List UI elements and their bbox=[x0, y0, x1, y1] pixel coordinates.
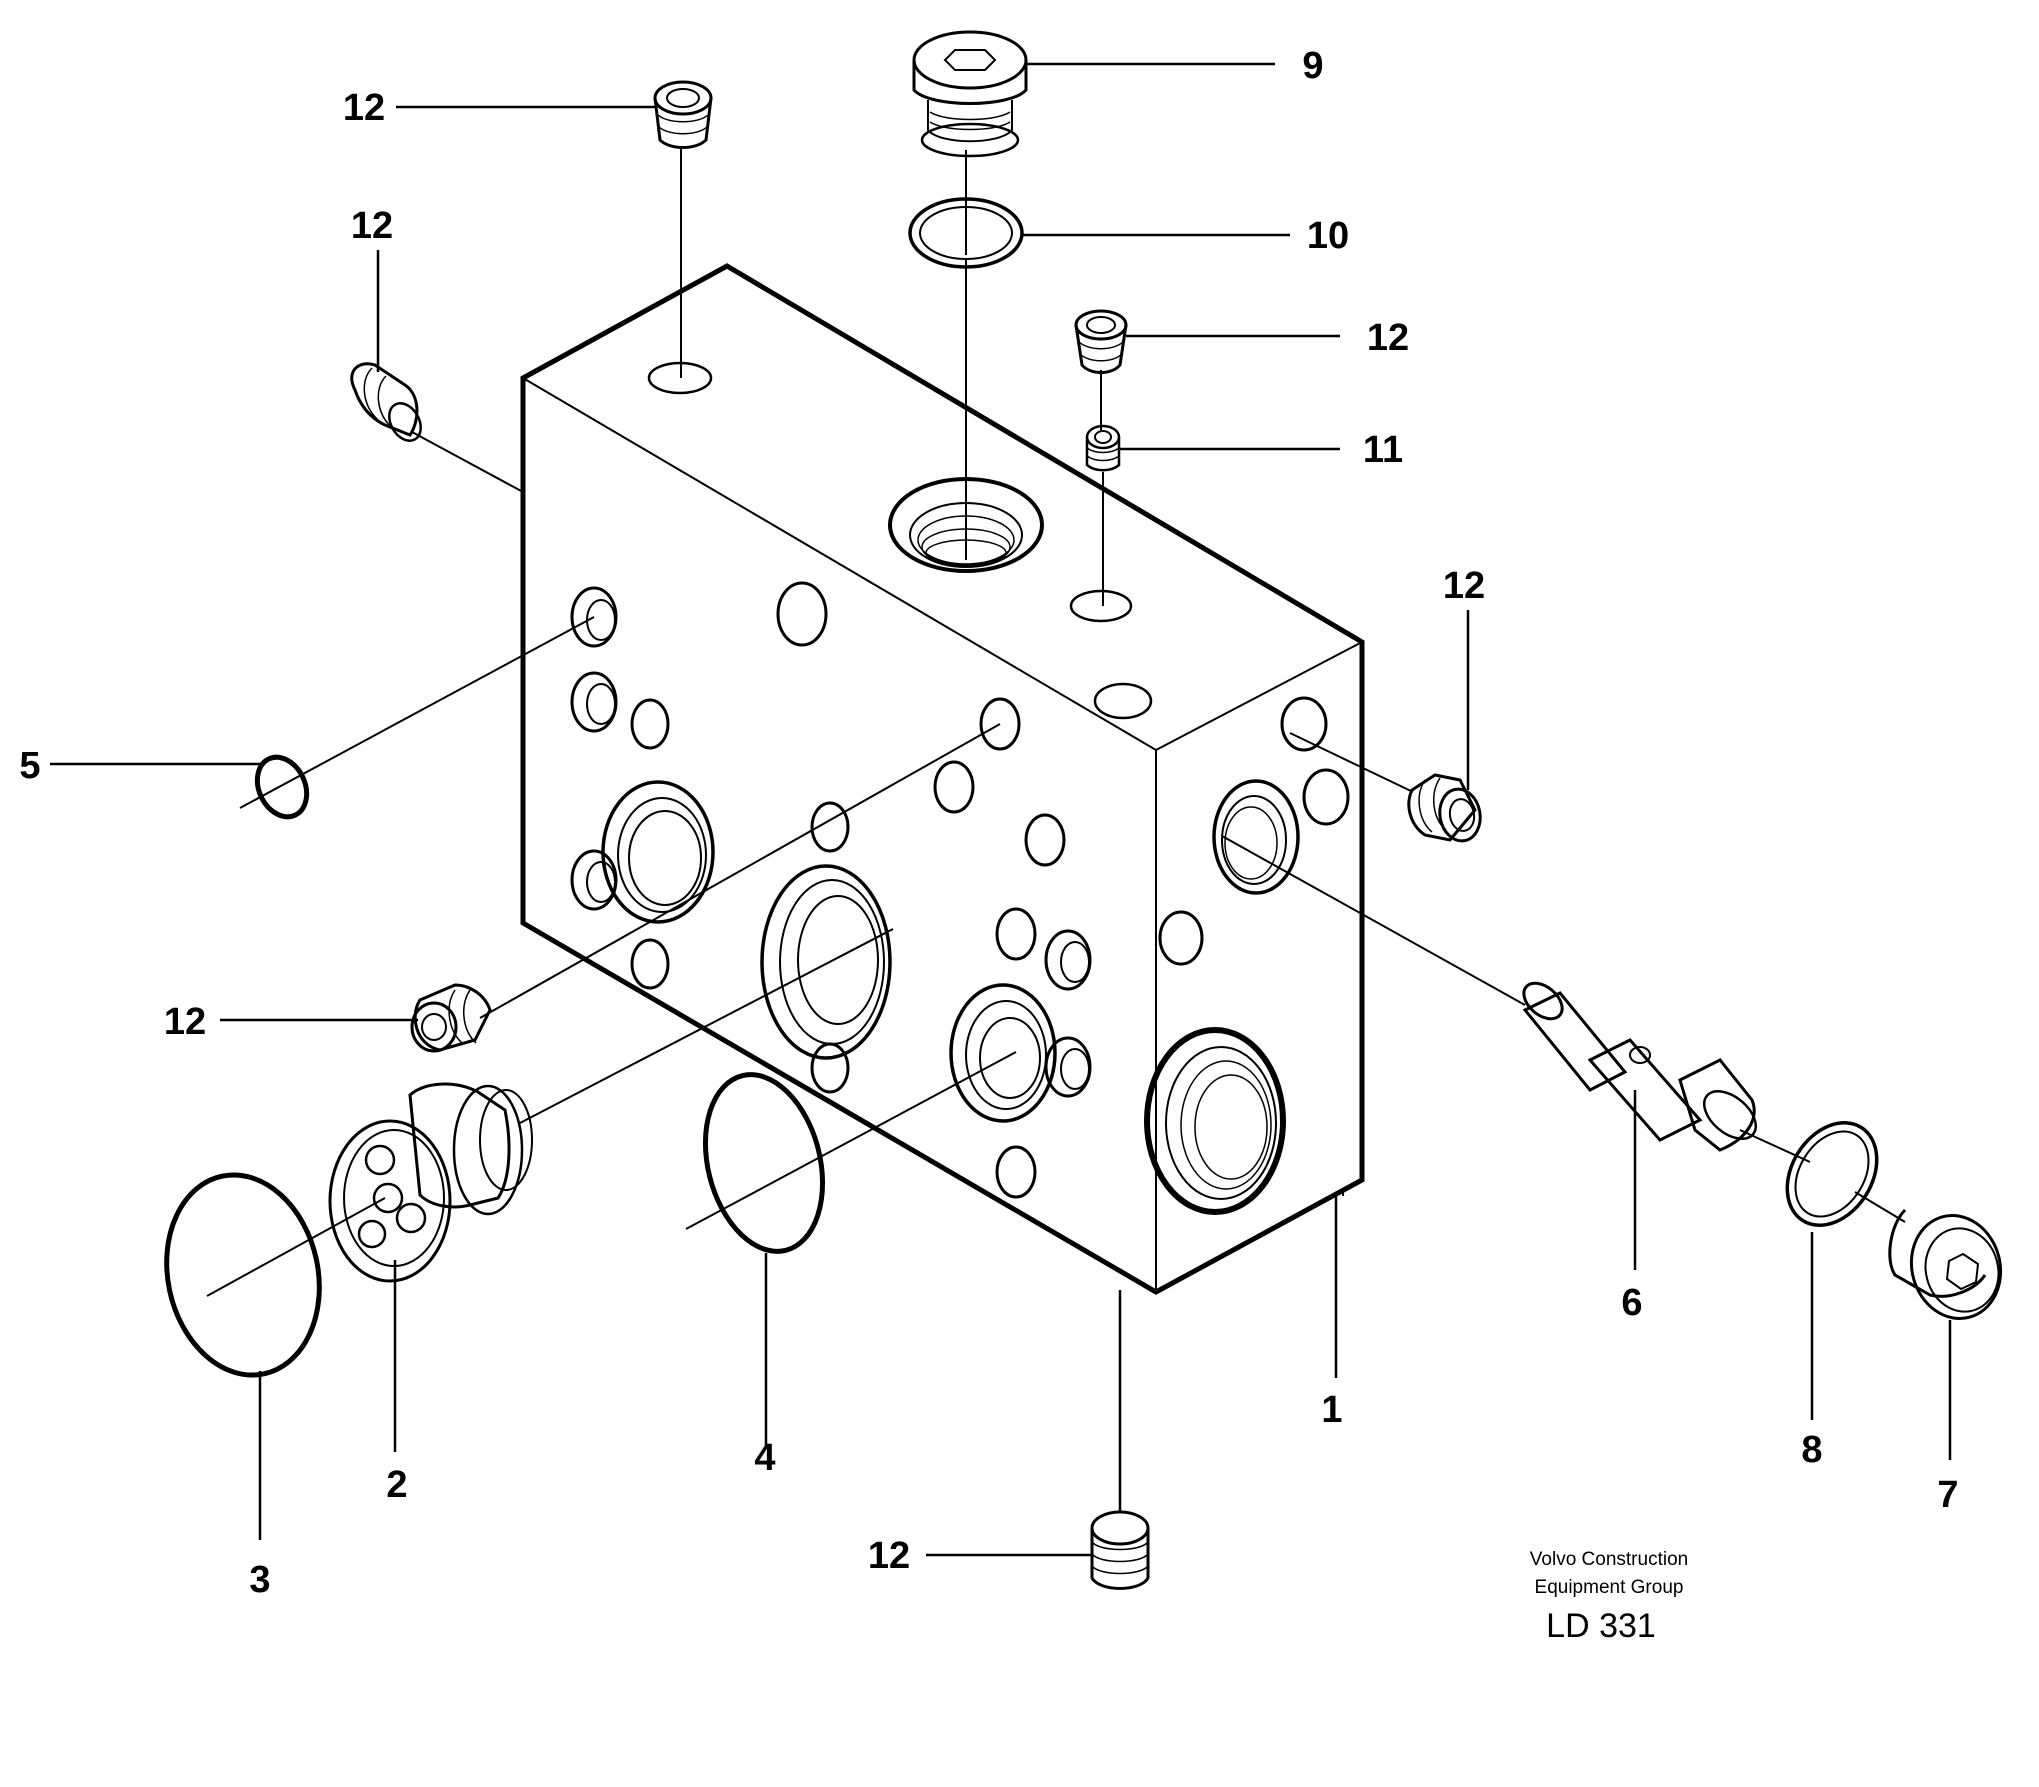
callouts: 12 12 9 10 12 11 12 5 12 6 1 2 4 8 7 3 1… bbox=[19, 45, 1958, 1601]
port-front-large-left bbox=[601, 780, 715, 924]
callout-3: 3 bbox=[249, 1559, 270, 1601]
port-front-n bbox=[1044, 1036, 1092, 1098]
callout-10: 10 bbox=[1307, 215, 1349, 257]
leader-lines bbox=[50, 62, 1952, 1557]
port-front-l bbox=[630, 938, 670, 990]
callout-12-upper-right: 12 bbox=[1367, 317, 1409, 359]
port-right-a bbox=[1280, 696, 1328, 752]
port-front-large-center bbox=[760, 864, 892, 1060]
small-plug bbox=[1085, 424, 1121, 472]
port-right-e bbox=[1144, 1027, 1286, 1215]
port-front-j bbox=[995, 907, 1037, 961]
drawing-code: LD 331 bbox=[1546, 1607, 1656, 1645]
port-front-g bbox=[810, 801, 850, 853]
port-front-b bbox=[776, 581, 828, 647]
port-right-d bbox=[1158, 910, 1204, 966]
port-front-h bbox=[1024, 813, 1066, 867]
port-right-b bbox=[1212, 779, 1300, 895]
callout-8: 8 bbox=[1801, 1429, 1822, 1471]
callout-7: 7 bbox=[1937, 1474, 1958, 1516]
plug-12-left bbox=[410, 983, 492, 1053]
caption: Volvo Construction Equipment Group LD 33… bbox=[1530, 1549, 1688, 1645]
port-front-i bbox=[570, 849, 618, 911]
port-front-k bbox=[1044, 929, 1092, 991]
seal-ring bbox=[1785, 1121, 1879, 1227]
port-top-front bbox=[1093, 682, 1153, 720]
callout-5: 5 bbox=[19, 745, 40, 787]
callout-12-bottom: 12 bbox=[868, 1535, 910, 1577]
port-front-p bbox=[995, 1145, 1037, 1199]
plug-12-upper-right bbox=[1074, 309, 1128, 374]
callout-4: 4 bbox=[754, 1437, 775, 1479]
port-front-m bbox=[949, 983, 1057, 1123]
o-ring-large bbox=[164, 1172, 322, 1378]
caption-line-1: Volvo Construction bbox=[1530, 1549, 1688, 1570]
port-front-d bbox=[630, 698, 670, 750]
callout-11: 11 bbox=[1363, 429, 1403, 471]
callout-2: 2 bbox=[386, 1464, 407, 1506]
valve-block bbox=[520, 263, 1365, 1295]
port-front-f bbox=[933, 760, 975, 814]
callout-12-top: 12 bbox=[343, 87, 385, 129]
callout-6: 6 bbox=[1621, 1282, 1642, 1324]
port-front-e bbox=[979, 697, 1021, 751]
callout-12-upper-left: 12 bbox=[351, 205, 393, 247]
o-ring-small bbox=[254, 754, 310, 820]
callout-9: 9 bbox=[1302, 45, 1323, 87]
callout-12-right: 12 bbox=[1443, 565, 1485, 607]
callout-1: 1 bbox=[1321, 1389, 1342, 1431]
plug-top bbox=[912, 30, 1028, 158]
port-front-o bbox=[810, 1042, 850, 1094]
callout-12-left: 12 bbox=[164, 1001, 206, 1043]
plug-large bbox=[1888, 1208, 2003, 1321]
plug-12-right bbox=[1407, 773, 1482, 843]
plug-12-upper-left bbox=[350, 362, 422, 442]
plug-12-bottom bbox=[1090, 1510, 1150, 1590]
valve-part bbox=[328, 1082, 533, 1283]
plug-12-top bbox=[653, 80, 713, 149]
o-ring-medium bbox=[702, 1072, 826, 1254]
assembly-lines bbox=[206, 146, 1906, 1297]
spool bbox=[1522, 981, 1757, 1152]
caption-line-2: Equipment Group bbox=[1535, 1577, 1684, 1598]
port-front-c bbox=[570, 671, 618, 733]
port-right-c bbox=[1302, 768, 1350, 826]
port-top-right bbox=[1069, 589, 1133, 623]
